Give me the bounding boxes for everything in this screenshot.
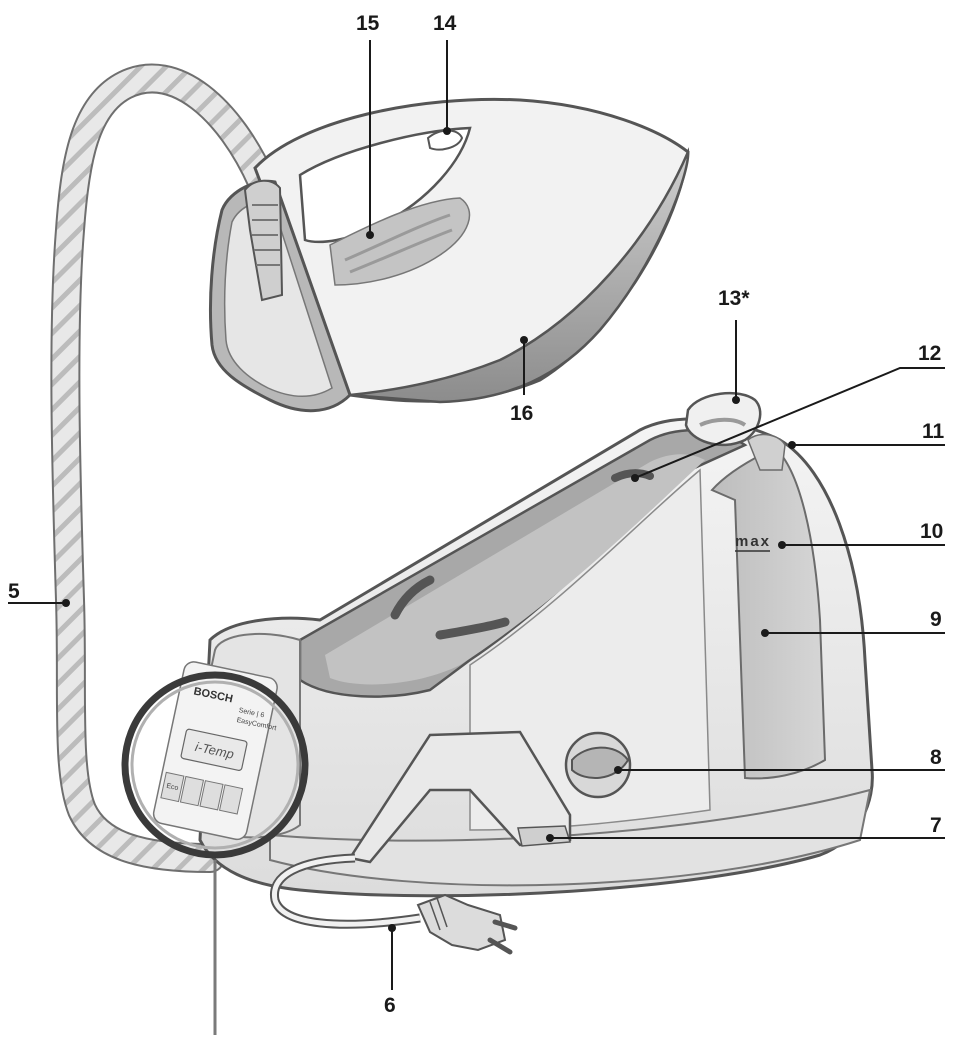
plug <box>416 893 507 952</box>
lock-grip <box>699 417 747 427</box>
callout-13: 13* <box>718 287 750 310</box>
leader-line-12 <box>634 367 945 479</box>
callout-7: 7 <box>930 814 942 837</box>
callout-8: 8 <box>930 746 942 769</box>
iron-top-button <box>426 129 464 151</box>
callout-9: 9 <box>930 608 942 631</box>
magnifier-ring <box>121 671 309 859</box>
callout-12: 12 <box>918 342 941 365</box>
control-panel: BOSCH Serie | 6 EasyComfort i-Temp Eco <box>121 633 309 859</box>
max-marking: max <box>735 533 771 550</box>
panel-button-1-label: Eco <box>166 783 179 792</box>
callout-10: 10 <box>920 520 943 543</box>
callout-16: 16 <box>510 402 533 425</box>
power-cable <box>270 853 518 955</box>
callout-5: 5 <box>8 580 20 603</box>
steam-knob <box>564 731 632 799</box>
steam-hose <box>50 63 277 873</box>
cable-release-button <box>517 825 571 847</box>
panel-button-1[interactable] <box>160 771 185 803</box>
panel-button-3[interactable] <box>199 780 224 811</box>
panel-button-4[interactable] <box>218 784 244 815</box>
callout-15: 15 <box>356 12 380 35</box>
callout-6: 6 <box>384 994 396 1017</box>
callout-14: 14 <box>433 12 457 35</box>
temperature-display <box>180 728 248 771</box>
panel-button-2[interactable] <box>179 775 205 807</box>
callouts: 5 6 7 8 9 10 11 12 13* <box>8 12 945 1035</box>
callout-11: 11 <box>922 420 945 443</box>
tank-release <box>747 433 786 471</box>
iron <box>208 97 690 413</box>
